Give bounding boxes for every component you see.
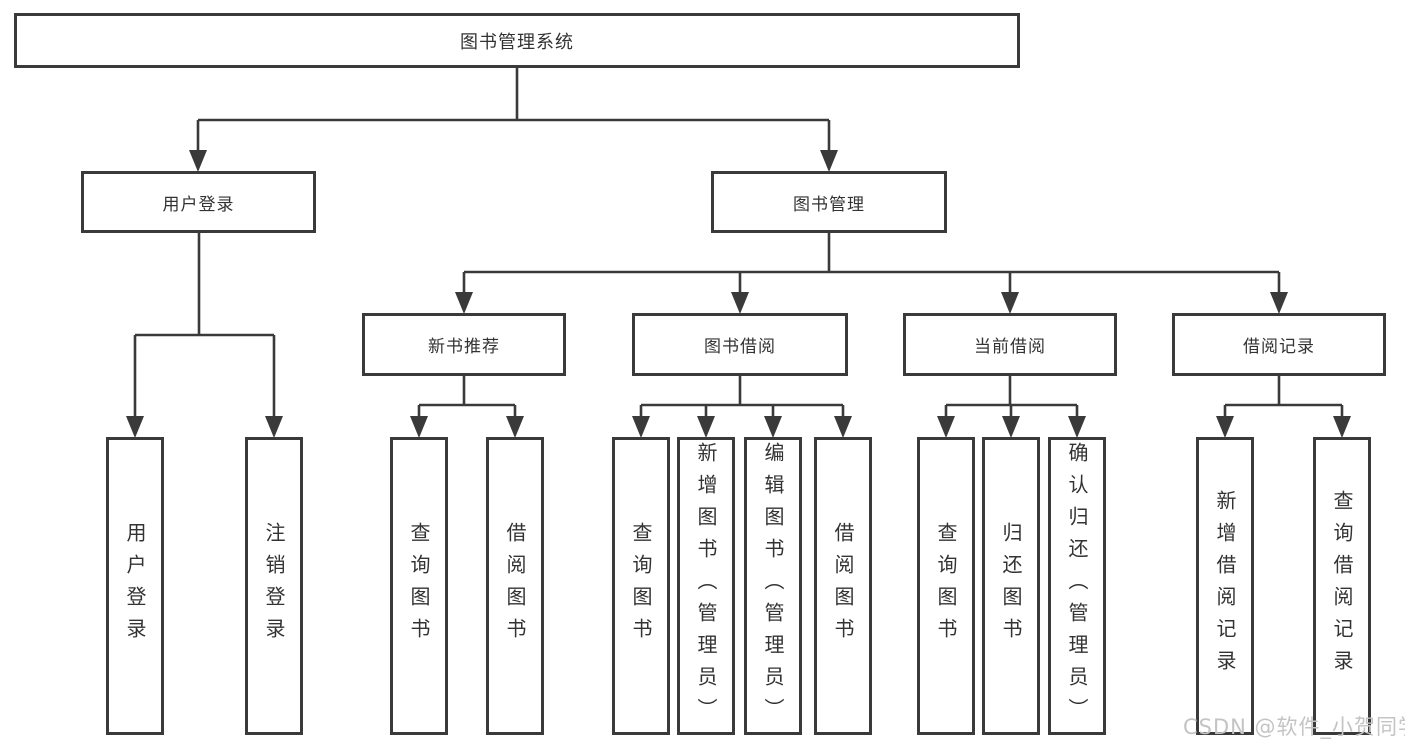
leaf-user-login: 用户登录 — [106, 437, 164, 735]
leaf-query-books-borrowing: 查询图书 — [612, 437, 670, 735]
node-label: 借阅图书 — [831, 522, 855, 650]
leaf-edit-books-admin: 编辑图书（管理员） — [744, 437, 802, 735]
node-new-book-recommendation: 新书推荐 — [362, 313, 566, 376]
node-label: 新书推荐 — [428, 337, 500, 357]
node-label: 用户登录 — [123, 522, 147, 650]
node-label: 注销登录 — [262, 522, 286, 650]
leaf-confirm-return-admin: 确认归还（管理员） — [1048, 437, 1106, 735]
leaf-query-borrow-record: 查询借阅记录 — [1313, 437, 1371, 735]
node-library-management-system: 图书管理系统 — [14, 13, 1020, 68]
node-label: 图书借阅 — [704, 337, 776, 357]
node-label: 借阅记录 — [1243, 337, 1315, 357]
leaf-query-books-recommend: 查询图书 — [390, 437, 448, 735]
node-label: 新增图书（管理员） — [694, 442, 718, 730]
csdn-watermark: CSDN @软件_小贺同学 — [1183, 715, 1405, 739]
node-label: 图书管理 — [793, 194, 865, 215]
node-label: 编辑图书（管理员） — [761, 442, 785, 730]
leaf-borrow-books-recommend: 借阅图书 — [486, 437, 544, 735]
node-label: 查询图书 — [629, 522, 653, 650]
leaf-add-books-admin: 新增图书（管理员） — [677, 437, 735, 735]
node-label: 新增借阅记录 — [1213, 490, 1237, 682]
node-label: 查询借阅记录 — [1330, 490, 1354, 682]
node-current-borrowing: 当前借阅 — [903, 313, 1117, 376]
node-label: 当前借阅 — [974, 337, 1046, 357]
node-label: 确认归还（管理员） — [1065, 442, 1089, 730]
leaf-borrow-books: 借阅图书 — [814, 437, 872, 735]
leaf-query-books-current: 查询图书 — [917, 437, 975, 735]
node-user-login: 用户登录 — [81, 171, 316, 233]
node-book-borrowing: 图书借阅 — [632, 313, 848, 376]
node-label: 图书管理系统 — [460, 31, 574, 53]
node-label: 用户登录 — [162, 194, 235, 215]
node-book-management: 图书管理 — [711, 171, 947, 233]
node-label: 查询图书 — [407, 522, 431, 650]
node-borrowing-records: 借阅记录 — [1172, 313, 1386, 376]
leaf-add-borrow-record: 新增借阅记录 — [1196, 437, 1254, 735]
node-label: 借阅图书 — [503, 522, 527, 650]
leaf-return-books: 归还图书 — [982, 437, 1040, 735]
node-label: 归还图书 — [999, 522, 1023, 650]
leaf-logout: 注销登录 — [245, 437, 303, 735]
node-label: 查询图书 — [934, 522, 958, 650]
